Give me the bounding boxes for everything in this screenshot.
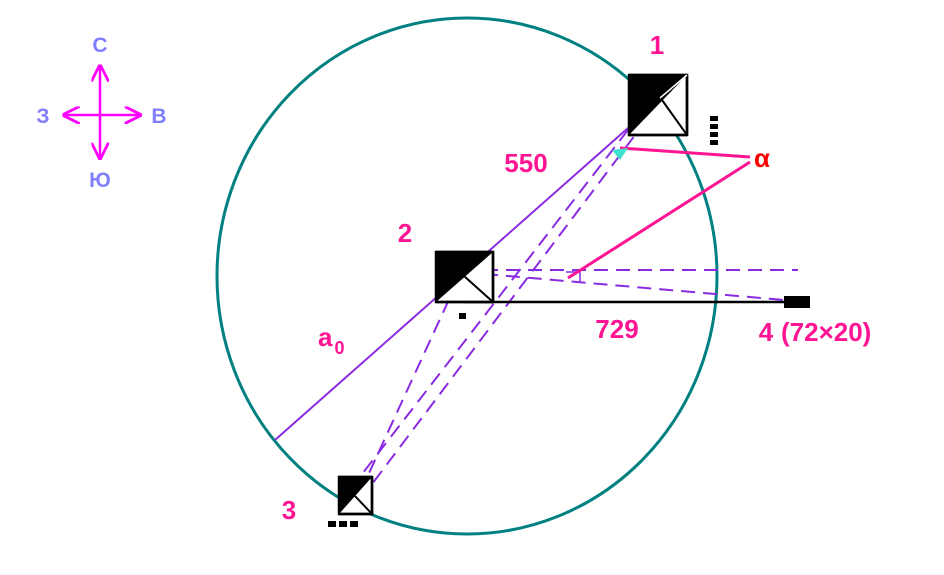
building-3: [328, 475, 374, 527]
building-2: [434, 250, 495, 319]
label-a0-main: a: [318, 322, 333, 352]
label-point-3: 3: [282, 495, 296, 525]
label-point-2: 2: [398, 218, 412, 248]
label-point-4: 4: [759, 317, 774, 347]
building-1-floor-marks: [710, 116, 718, 145]
building-4: [784, 296, 810, 308]
alpha-pointer-lower: [567, 160, 751, 280]
alpha-pointers: [567, 146, 751, 280]
compass: С Ю З В: [36, 34, 166, 192]
angle-arc-1: [612, 148, 628, 160]
label-point-1: 1: [650, 30, 664, 60]
building-3-floor-marks: [328, 521, 358, 527]
label-distance-550: 550: [504, 148, 547, 178]
building-1: [627, 73, 718, 145]
dashed-line-2-3: [351, 279, 459, 511]
label-distance-729: 729: [595, 314, 638, 344]
building-2-floor-mark: [459, 313, 466, 319]
compass-south-label: Ю: [89, 169, 111, 192]
label-a0-subscript: 0: [334, 338, 344, 358]
label-point-4-size: (72×20): [781, 317, 871, 347]
compass-west-label: З: [36, 105, 49, 128]
visibility-circle: [215, 16, 719, 536]
dashed-line-1-3-b: [341, 94, 656, 501]
label-alpha: α: [754, 143, 770, 173]
dashed-line-2-to-4: [461, 271, 785, 301]
compass-north-label: С: [92, 34, 107, 57]
alpha-pointer-upper: [619, 146, 751, 159]
compass-east-label: В: [151, 105, 166, 128]
